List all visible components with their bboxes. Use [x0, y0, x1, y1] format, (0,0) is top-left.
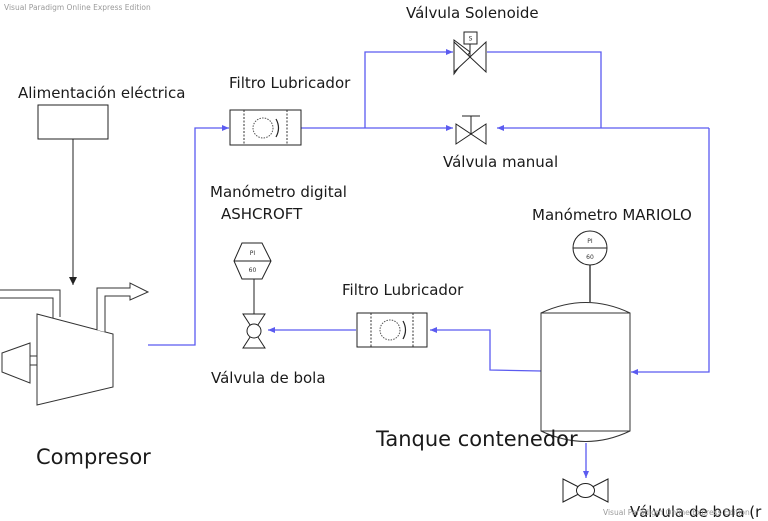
filter-top-body[interactable] [229, 109, 302, 146]
label-drain-ball-valve: Válvula de bola (r [630, 503, 762, 521]
label-compressor: Compresor [36, 445, 151, 469]
solenoid-tag: S [469, 36, 473, 43]
ball-valve[interactable] [242, 313, 266, 349]
compressor-inlet-inner [0, 297, 54, 318]
pipe-to-tank [631, 128, 710, 375]
label-manual-valve: Válvula manual [443, 153, 559, 171]
pipes [148, 49, 710, 478]
label-ball-valve: Válvula de bola [211, 369, 326, 387]
pipe-tank-to-filter [430, 327, 542, 372]
power-supply[interactable] [37, 104, 109, 285]
label-mariolo-gauge: Manómetro MARIOLO [532, 206, 692, 224]
filter-bottom-body[interactable] [356, 312, 428, 348]
digital-gauge-ashcroft[interactable]: PI 60 [233, 242, 272, 316]
compressor-outlet-arrow [96, 282, 150, 332]
label-digital-gauge-line1: Manómetro digital [210, 183, 347, 201]
label-filter-top: Filtro Lubricador [229, 74, 351, 92]
mariolo-gauge-tag: PI [587, 238, 593, 245]
label-solenoid-valve: Válvula Solenoide [406, 4, 539, 22]
compressor-inlet-outer [0, 289, 61, 317]
filter-lubricator-bottom[interactable] [356, 312, 428, 348]
compressor-motor [1, 342, 31, 384]
filter-top-lubricator-arc [275, 118, 280, 138]
compressor-body[interactable] [36, 313, 114, 406]
drain-ball-valve[interactable] [562, 478, 609, 503]
tank-body[interactable] [540, 302, 631, 442]
filter-bottom-lubricator-arc [402, 320, 407, 340]
watermark-top: Visual Paradigm Online Express Edition [4, 3, 151, 12]
watermark-bottom: Visual Paradigm Online Express Edition [603, 508, 750, 517]
digital-gauge-value: 60 [249, 267, 257, 274]
solenoid-valve[interactable]: S [453, 31, 487, 76]
power-supply-box[interactable] [37, 104, 109, 140]
pipe-junction-to-solenoid [364, 49, 453, 128]
label-filter-bottom: Filtro Lubricador [342, 281, 464, 299]
filter-top-element [252, 117, 274, 139]
label-power-supply: Alimentación eléctrica [18, 84, 186, 102]
filter-lubricator-top[interactable] [229, 109, 302, 146]
label-tank: Tanque contenedor [376, 427, 578, 451]
pipe-compressor-to-filter [148, 125, 229, 346]
mariolo-gauge[interactable]: PI 60 [572, 230, 608, 302]
filter-bottom-element [379, 319, 401, 341]
manual-valve[interactable] [455, 115, 487, 145]
label-digital-gauge-line2: ASHCROFT [221, 205, 303, 223]
tank[interactable] [540, 302, 631, 442]
digital-gauge-tag: PI [250, 250, 256, 257]
drain-valve-ball [576, 483, 595, 498]
ball-valve-ball [246, 323, 262, 339]
compressor[interactable] [0, 282, 150, 406]
solenoid-actuator-box [463, 31, 478, 45]
mariolo-gauge-value: 60 [586, 254, 594, 261]
pipe-solenoid-out [487, 51, 602, 128]
